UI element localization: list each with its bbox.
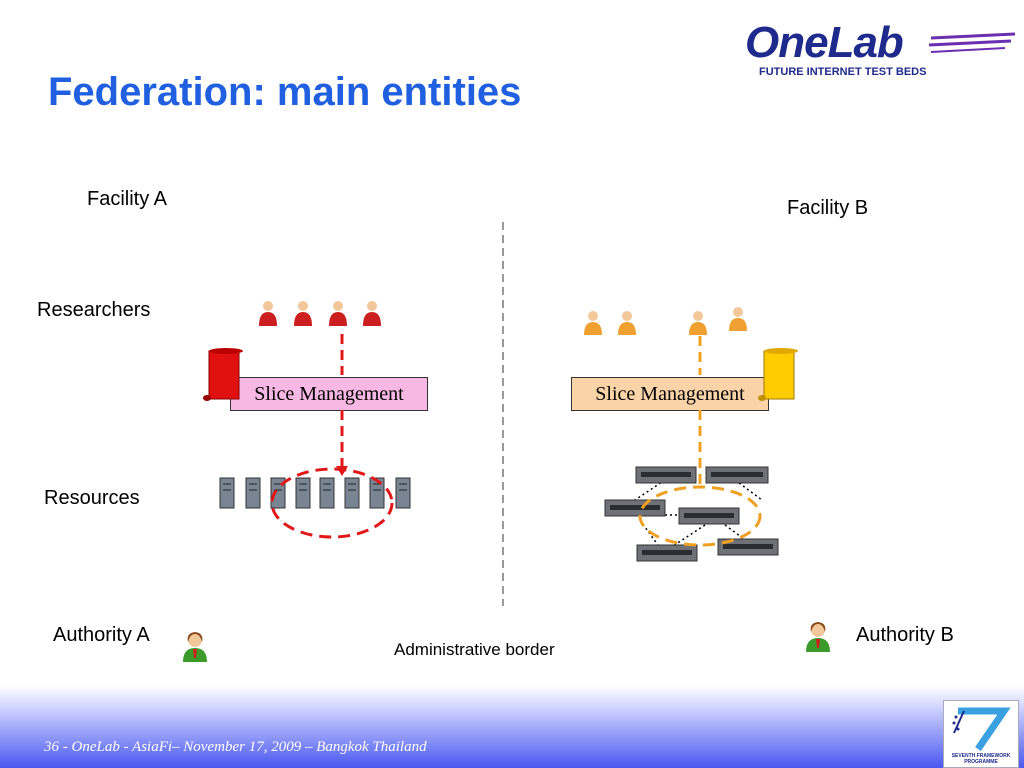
researchers-label: Researchers xyxy=(37,299,151,321)
fp7-text: SEVENTH FRAMEWORK PROGRAMME xyxy=(951,753,1011,765)
facility-a-label: Facility A xyxy=(87,188,168,210)
logo-word: OneLab xyxy=(745,18,904,67)
switch-icon xyxy=(705,466,769,484)
slice-group-b xyxy=(638,485,762,547)
administrative-border-label: Administrative border xyxy=(394,640,555,659)
fp7-badge: SEVENTH FRAMEWORK PROGRAMME xyxy=(943,700,1019,768)
server-icon xyxy=(369,477,385,509)
researcher-b-icon xyxy=(689,311,707,335)
facility-b-label: Facility B xyxy=(787,197,869,219)
server-icon xyxy=(344,477,360,509)
authority-b-label: Authority B xyxy=(856,624,954,646)
switch-icon xyxy=(636,544,698,562)
researcher-b-icon xyxy=(729,307,747,331)
footer-text: 36 - OneLab - AsiaFi– November 17, 2009 … xyxy=(44,739,427,755)
researcher-a-icon xyxy=(363,301,381,326)
logo-tagline: FUTURE INTERNET TEST BEDS xyxy=(759,66,927,78)
server-icon xyxy=(270,477,286,509)
server-icon xyxy=(219,477,235,509)
researcher-a-icon xyxy=(329,301,347,326)
switch-icon xyxy=(604,499,666,517)
researcher-b-icon xyxy=(618,311,636,335)
logo-swoosh xyxy=(928,32,1015,53)
researcher-a-icon xyxy=(294,301,312,326)
switch-icon xyxy=(717,538,779,556)
authority-a-icon xyxy=(183,632,207,662)
resources-label: Resources xyxy=(44,487,140,509)
authority-b-icon xyxy=(806,622,830,652)
slide-title: Federation: main entities xyxy=(48,70,522,114)
switch-icon xyxy=(635,466,697,484)
researcher-b-icon xyxy=(584,311,602,335)
onelab-logo: OneLab FUTURE INTERNET TEST BEDS xyxy=(745,18,1015,84)
server-icon xyxy=(395,477,411,509)
fp7-seven-icon xyxy=(952,707,1011,751)
scroll-a-icon xyxy=(203,348,243,401)
authority-a-label: Authority A xyxy=(53,624,150,646)
scroll-b-icon xyxy=(758,348,798,401)
diagram-graphics xyxy=(183,222,830,662)
server-icon xyxy=(245,477,261,509)
slice-group-a xyxy=(270,467,394,539)
server-icon xyxy=(295,477,311,509)
server-icon xyxy=(319,477,335,509)
slice-management-a: Slice Management xyxy=(230,377,428,411)
slice-management-b: Slice Management xyxy=(571,377,769,411)
switch-icon xyxy=(678,507,740,525)
footer-band xyxy=(0,686,1024,768)
researcher-a-icon xyxy=(259,301,277,326)
